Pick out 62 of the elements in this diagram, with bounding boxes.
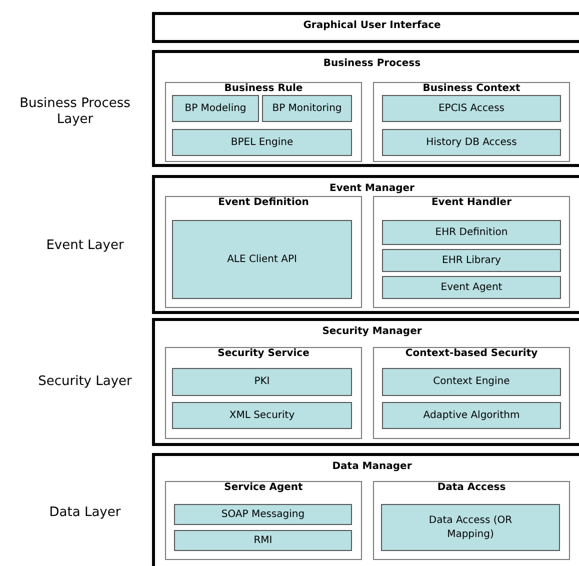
component-box (381, 504, 560, 551)
component-box (382, 95, 561, 122)
component-label: BP Monitoring (272, 102, 342, 116)
component-label: RMI (254, 534, 272, 548)
module-panel (165, 82, 362, 162)
component-label: SOAP Messaging (221, 508, 305, 522)
panel-title: Security Manager (321, 326, 423, 337)
panel-title: Data Manager (331, 461, 413, 472)
component-box (382, 276, 561, 299)
component-label: BP Modeling (184, 102, 246, 116)
component-box (382, 129, 561, 156)
component-label: XML Security (229, 408, 295, 422)
component-label: Context Engine (433, 375, 510, 389)
panel-title: Business Process (322, 58, 422, 69)
layer-panel (152, 453, 579, 566)
component-box (382, 368, 561, 396)
component-box (382, 402, 561, 429)
layer-label: Security Layer (37, 374, 133, 390)
panel-title: Event Manager (328, 183, 416, 194)
component-label: Adaptive Algorithm (423, 408, 520, 422)
module-panel (373, 347, 570, 439)
component-label: EHR Definition (435, 226, 508, 240)
component-box (174, 530, 352, 551)
panel-title: Business Rule (223, 83, 304, 95)
module-panel (165, 196, 362, 308)
component-box (172, 129, 352, 156)
component-label: Event Agent (440, 280, 502, 294)
panel-title: Graphical User Interface (302, 20, 442, 31)
layer-panel (152, 318, 579, 446)
component-box (172, 95, 259, 122)
layer-panel (152, 175, 579, 314)
layer-label: Business Process Layer (18, 96, 132, 128)
component-box (174, 504, 352, 525)
component-box (382, 220, 561, 245)
component-label: BPEL Engine (230, 136, 294, 150)
panel-title: Event Definition (217, 197, 310, 209)
panel-title: Data Access (436, 482, 507, 494)
panel-title: Context-based Security (404, 348, 539, 360)
module-panel (373, 82, 570, 162)
component-box (382, 249, 561, 272)
panel-title: Service Agent (223, 482, 304, 494)
component-label: Data Access (OR Mapping) (428, 514, 514, 541)
component-box (262, 95, 352, 122)
panel-title: Business Context (422, 83, 522, 95)
layer-panel (152, 50, 579, 167)
layer-label: Data Layer (48, 505, 122, 522)
component-box (172, 368, 352, 396)
component-label: EPCIS Access (438, 102, 505, 116)
panel-title: Security Service (216, 348, 310, 360)
module-panel (165, 481, 362, 560)
component-label: History DB Access (426, 136, 517, 150)
panel-title: Event Handler (430, 197, 513, 209)
component-label: ALE Client API (227, 252, 297, 266)
component-box (172, 220, 352, 299)
module-panel (373, 196, 570, 308)
component-box (172, 402, 352, 429)
component-label: PKI (254, 375, 270, 389)
layer-panel (152, 12, 579, 43)
component-label: EHR Library (442, 254, 501, 268)
module-panel (165, 347, 362, 439)
module-panel (373, 481, 570, 560)
layer-label: Event Layer (45, 238, 125, 254)
